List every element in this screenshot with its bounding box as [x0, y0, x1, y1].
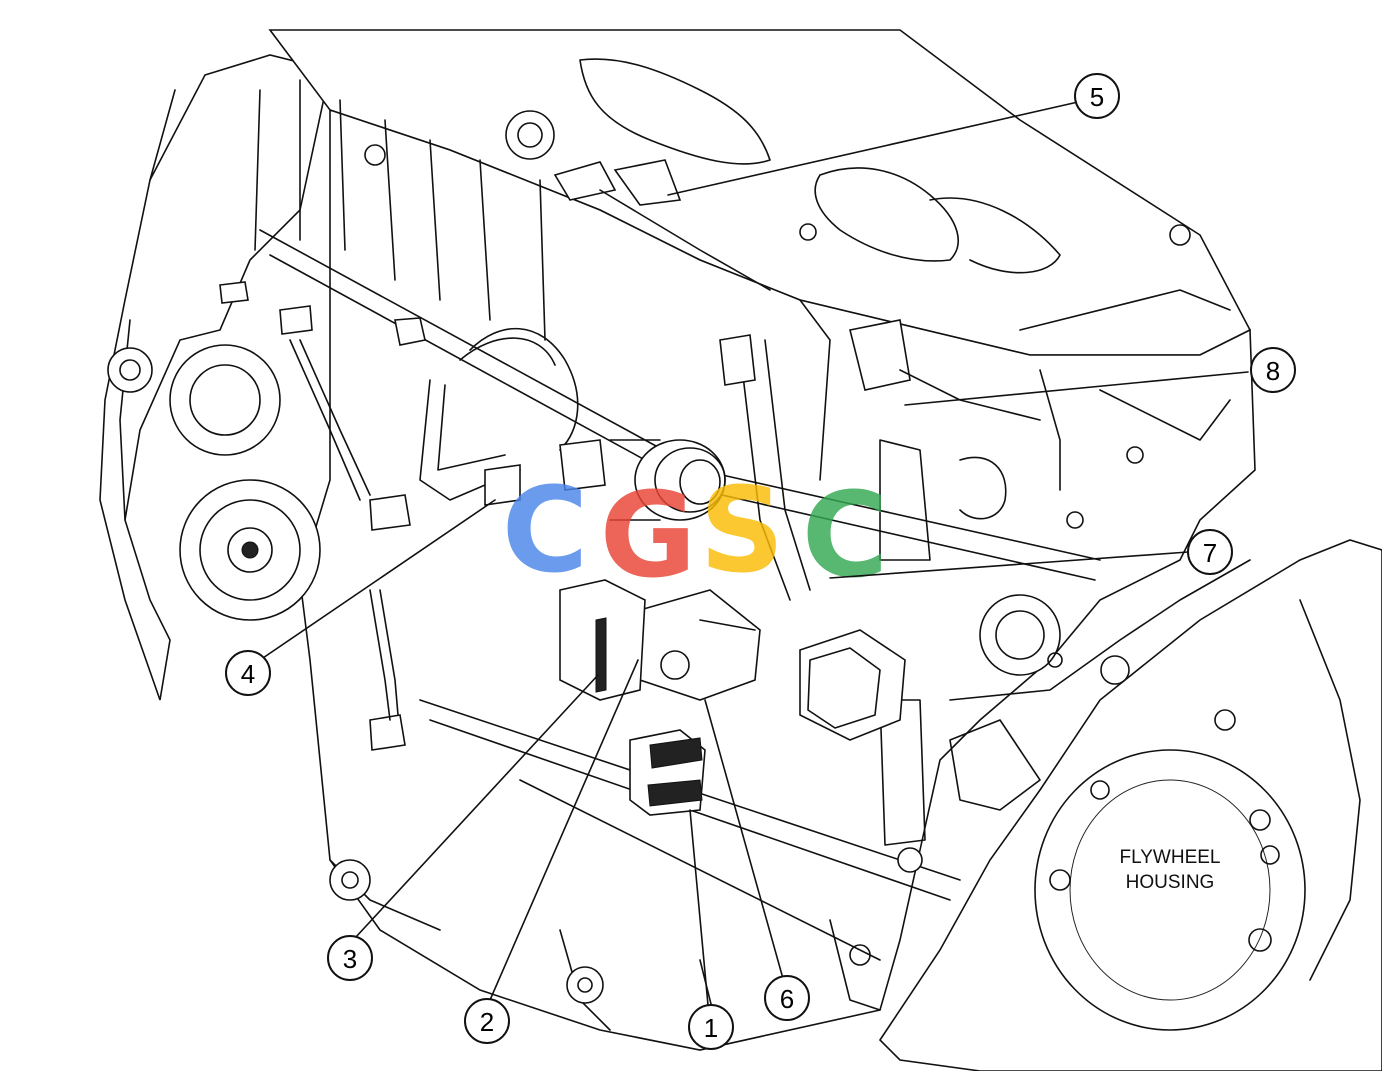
flywheel-housing-label: FLYWHEEL HOUSING	[1105, 842, 1235, 894]
callout-4: 4	[225, 650, 271, 696]
callout-7: 7	[1187, 529, 1233, 575]
callout-1: 1	[688, 1004, 734, 1050]
callout-8-label: 8	[1266, 356, 1280, 386]
callout-5: 5	[1074, 73, 1120, 119]
callout-6-label: 6	[780, 984, 794, 1014]
flywheel-housing-label-line2: HOUSING	[1126, 872, 1215, 893]
callout-2: 2	[464, 998, 510, 1044]
leader-line-3	[354, 674, 599, 939]
watermark-letter-2: G	[600, 466, 697, 604]
leader-line-6	[704, 699, 783, 976]
watermark-letter-4: C	[802, 466, 889, 604]
callout-5-label: 5	[1090, 82, 1104, 112]
watermark-letter-1: C	[502, 461, 589, 599]
callout-3: 3	[327, 935, 373, 981]
leader-line-8	[904, 371, 1249, 406]
watermark: C G S C	[502, 461, 889, 604]
callouts: 5 8 7 4 3 2 1 6	[225, 73, 1296, 1050]
leader-line-7	[829, 551, 1189, 579]
callout-3-label: 3	[343, 944, 357, 974]
engine-drawing	[99, 29, 1382, 1071]
callout-6: 6	[764, 975, 810, 1021]
callout-8: 8	[1250, 347, 1296, 393]
front-cover	[99, 54, 331, 701]
leader-line-4	[259, 499, 496, 661]
flywheel-housing	[878, 539, 1382, 1071]
callout-2-label: 2	[480, 1007, 494, 1037]
callout-7-label: 7	[1203, 538, 1217, 568]
leader-lines	[259, 101, 1249, 1006]
callout-1-label: 1	[704, 1013, 718, 1043]
flywheel-housing-label-line1: FLYWHEEL	[1119, 847, 1220, 868]
leader-line-2	[489, 659, 639, 1001]
leader-line-5	[667, 101, 1079, 196]
watermark-letter-3: S	[700, 461, 785, 599]
leader-line-1	[689, 809, 709, 1006]
callout-4-label: 4	[241, 659, 255, 689]
